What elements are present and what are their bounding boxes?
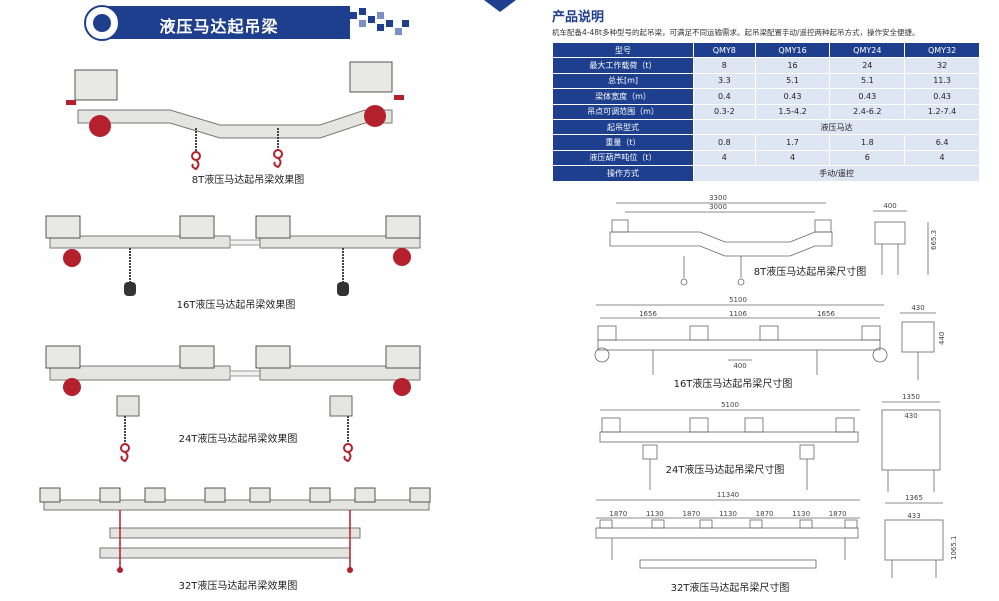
header-model-cell: QMY32 [904, 41, 980, 59]
value-cell: 6.4 [904, 134, 980, 151]
header-banner: 液压马达起吊梁 [84, 5, 350, 41]
page-title: 液压马达起吊梁 [159, 17, 279, 36]
caption-32t-effect: 32T液压马达起吊梁效果图 [179, 579, 298, 592]
beam-24t-effect [45, 345, 421, 462]
value-cell: 24 [829, 57, 906, 74]
beam-16t-effect [45, 215, 421, 296]
value-cell: 5.1 [829, 72, 906, 90]
row-label-cell: 梁体宽度（m） [552, 88, 694, 105]
dim-8t-inner: 3000 [709, 203, 727, 211]
dim-16t-right: 1656 [817, 310, 835, 318]
dim-24t-side-inner: 430 [904, 412, 917, 420]
header-model-cell: QMY16 [754, 41, 831, 59]
dim-16t-mid: 1106 [729, 310, 747, 318]
row-label-cell: 吊点可调范围（m） [552, 103, 694, 120]
value-cell: 6 [829, 149, 906, 167]
dim-32t-overall: 11340 [717, 491, 739, 499]
dimension-16t-drawing [594, 304, 936, 380]
dim-32t-segment: 1870 [609, 510, 627, 518]
value-cell: 4 [693, 149, 756, 167]
table-row: 操作方式手动/遥控 [552, 165, 980, 182]
value-cell: 16 [754, 57, 831, 74]
dim-24t-overall: 5100 [721, 401, 739, 409]
row-label-cell: 总长[m] [552, 72, 694, 90]
pixel-decoration-icon [350, 8, 410, 38]
dimension-8t-drawing [609, 202, 929, 286]
row-label-cell: 重量（t） [552, 134, 694, 151]
dim-32t-side-height: 1065.1 [950, 536, 958, 561]
value-cell: 0.43 [904, 88, 980, 105]
dim-8t-side-width: 400 [883, 202, 896, 210]
value-cell: 32 [904, 57, 980, 74]
value-cell: 5.1 [754, 72, 831, 90]
dim-32t-segment: 1130 [719, 510, 737, 518]
value-cell: 8 [693, 57, 756, 74]
dim-32t-segment: 1870 [683, 510, 701, 518]
section-title: 产品说明 [552, 10, 605, 25]
table-row: 起吊型式液压马达 [552, 118, 980, 136]
value-cell: 0.43 [754, 88, 831, 105]
dim-32t-segment: 1870 [829, 510, 847, 518]
caption-16t-effect: 16T液压马达起吊梁效果图 [177, 298, 296, 311]
value-cell: 2.4-6.2 [829, 103, 906, 120]
dim-16t-left: 1656 [639, 310, 657, 318]
dim-8t-overall: 3300 [709, 194, 727, 202]
value-cell: 0.3-2 [693, 103, 756, 120]
dim-32t-side-inner: 433 [907, 512, 920, 520]
beam-32t-effect [39, 487, 431, 573]
dim-32t-segment: 1130 [792, 510, 810, 518]
dim-24t-side-width: 1350 [902, 393, 920, 401]
caption-8t-effect: 8T液压马达起吊梁效果图 [192, 173, 304, 186]
caption-8t-dimension: 8T液压马达起吊梁尺寸图 [754, 265, 866, 278]
value-cell: 1.8 [829, 134, 906, 151]
caption-16t-dimension: 16T液压马达起吊梁尺寸图 [674, 377, 793, 390]
dim-32t-segment: 1130 [646, 510, 664, 518]
caption-24t-dimension: 24T液压马达起吊梁尺寸图 [666, 463, 785, 476]
dim-32t-side-width: 1365 [905, 494, 923, 502]
value-cell: 0.4 [693, 88, 756, 105]
merged-value-cell: 液压马达 [693, 118, 980, 136]
dim-16t-gap: 400 [733, 362, 746, 370]
row-label-cell: 操作方式 [552, 165, 694, 182]
header-label-cell: 型号 [552, 41, 694, 59]
row-label-cell: 最大工作载荷（t） [552, 57, 694, 74]
value-cell: 1.2-7.4 [904, 103, 980, 120]
dim-8t-side-height: 665.3 [930, 230, 938, 250]
merged-value-cell: 手动/遥控 [693, 165, 980, 182]
dim-16t-side-width: 430 [911, 304, 924, 312]
dim-32t-segment: 1870 [756, 510, 774, 518]
caption-24t-effect: 24T液压马达起吊梁效果图 [179, 432, 298, 445]
dimension-32t-drawing [595, 499, 944, 578]
value-cell: 11.3 [904, 72, 980, 90]
value-cell: 4 [904, 149, 980, 167]
dim-16t-overall: 5100 [729, 296, 747, 304]
dimension-24t-drawing [599, 401, 941, 492]
product-description: 机车配备4-48t多种型号的起吊梁，可满足不同运输需求。起吊梁配置手动/遥控两种… [552, 28, 920, 37]
down-arrow-icon [484, 0, 516, 12]
caption-32t-dimension: 32T液压马达起吊梁尺寸图 [671, 581, 790, 594]
value-cell: 1.5-4.2 [754, 103, 831, 120]
beam-8t-effect [66, 61, 404, 170]
value-cell: 0.43 [829, 88, 906, 105]
dim-16t-side-height: 440 [938, 332, 946, 345]
value-cell: 1.7 [754, 134, 831, 151]
banner-circle-icon [84, 5, 120, 41]
